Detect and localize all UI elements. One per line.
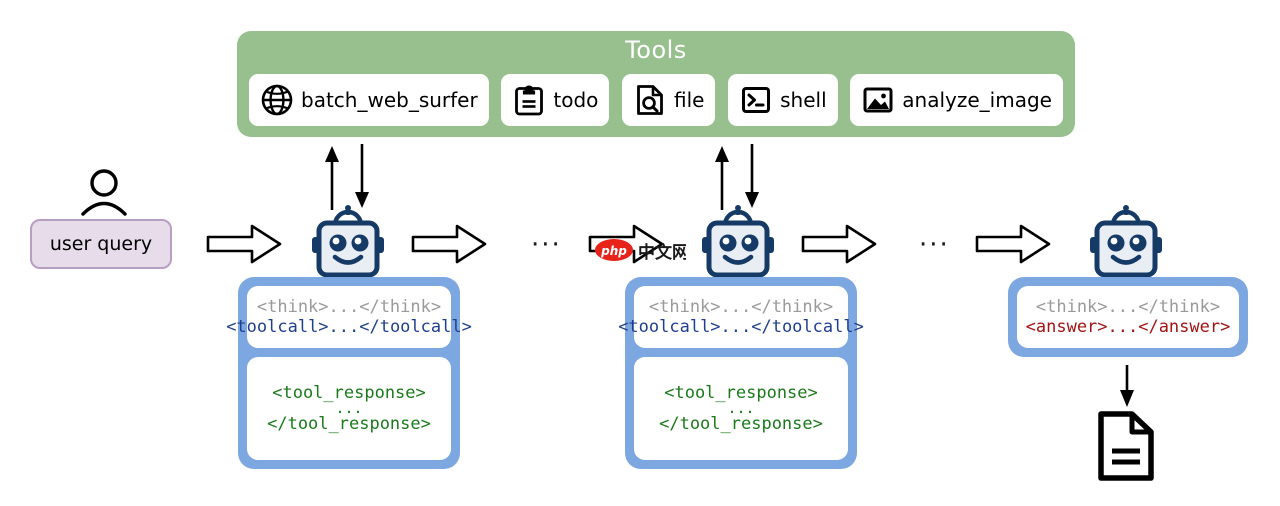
- answer-line: <answer>...</answer>: [1025, 317, 1231, 337]
- block-arrow-right-icon: [801, 223, 877, 265]
- agent-step-final-block: <think>...</think> <answer>...</answer>: [1008, 277, 1248, 357]
- tool-response-close: </tool_response>: [659, 414, 823, 435]
- tool-call-arrows-1: [317, 144, 379, 210]
- think-line: <think>...</think>: [648, 296, 834, 317]
- generation-card-1: <think>...</think> <toolcall>...</toolca…: [226, 286, 472, 348]
- robot-icon: [699, 205, 777, 279]
- image-icon: [861, 83, 895, 117]
- tool-chip-shell[interactable]: shell: [728, 74, 838, 126]
- generation-card-final: <think>...</think> <answer>...</answer>: [1017, 286, 1239, 348]
- tool-response-dots: ...: [727, 398, 755, 417]
- tool-label: analyze_image: [902, 88, 1052, 112]
- clipboard-icon: [512, 83, 546, 117]
- tools-panel: Tools batch_web_surfer: [237, 31, 1075, 137]
- tool-label: batch_web_surfer: [301, 88, 478, 112]
- agent-step-1-block: <think>...</think> <toolcall>...</toolca…: [226, 277, 472, 469]
- robot-icon: [1087, 205, 1165, 279]
- tools-list: batch_web_surfer todo: [249, 74, 1063, 126]
- toolcall-line: <toolcall>...</toolcall>: [618, 317, 864, 337]
- terminal-icon: [739, 83, 773, 117]
- tools-panel-title: Tools: [625, 36, 687, 64]
- tool-response-card-2: <tool_response> ... </tool_response>: [634, 357, 848, 460]
- globe-icon: [260, 83, 294, 117]
- document-icon: [1095, 410, 1157, 482]
- tool-response-open: <tool_response>: [664, 382, 818, 403]
- block-arrow-right-icon: [588, 223, 664, 265]
- user-query-box: user query: [30, 219, 172, 269]
- file-search-icon: [633, 83, 667, 117]
- robot-icon: [309, 205, 387, 279]
- block-arrow-right-icon: [411, 223, 487, 265]
- block-arrow-right-icon: [206, 223, 282, 265]
- user-query-label: user query: [49, 233, 153, 255]
- tool-response-card-1: <tool_response> ... </tool_response>: [247, 357, 451, 460]
- arrow-down-icon: [1114, 365, 1140, 409]
- think-line: <think>...</think>: [256, 296, 442, 317]
- tool-label: todo: [553, 88, 599, 112]
- tool-chip-analyze-image[interactable]: analyze_image: [850, 74, 1063, 126]
- flow-ellipsis-1: ···: [531, 230, 562, 260]
- think-line: <think>...</think>: [1035, 296, 1221, 317]
- person-icon: [78, 168, 130, 216]
- tool-response-close: </tool_response>: [267, 414, 431, 435]
- tool-label: file: [674, 88, 705, 112]
- tool-call-arrows-2: [707, 144, 769, 210]
- generation-card-2: <think>...</think> <toolcall>...</toolca…: [618, 286, 864, 348]
- flow-ellipsis-2: ···: [919, 230, 950, 260]
- tool-chip-todo[interactable]: todo: [501, 74, 610, 126]
- tool-response-dots: ...: [335, 398, 363, 417]
- tool-response-open: <tool_response>: [272, 382, 426, 403]
- tool-chip-file[interactable]: file: [622, 74, 716, 126]
- agent-step-2-block: <think>...</think> <toolcall>...</toolca…: [618, 277, 864, 469]
- tool-chip-batch-web-surfer[interactable]: batch_web_surfer: [249, 74, 489, 126]
- block-arrow-right-icon: [975, 223, 1051, 265]
- toolcall-line: <toolcall>...</toolcall>: [226, 317, 472, 337]
- tool-label: shell: [780, 88, 827, 112]
